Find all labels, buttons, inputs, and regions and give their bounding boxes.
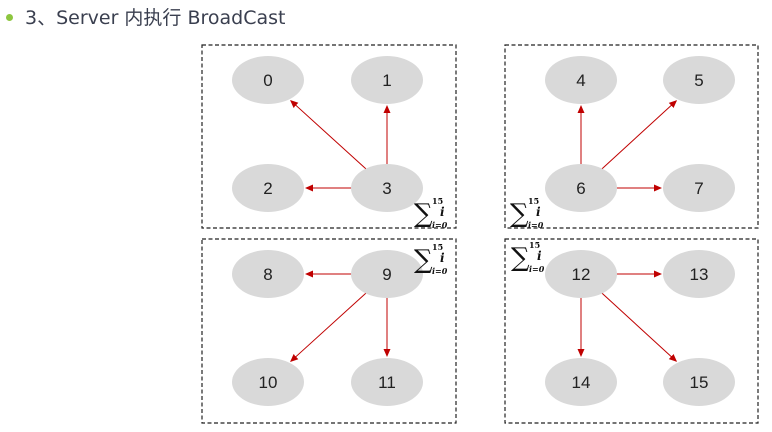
sum-lower: i=0: [529, 264, 545, 274]
sum-symbol: ∑: [510, 199, 529, 229]
sum-upper: 15: [529, 240, 540, 250]
node-ellipse: [232, 56, 304, 104]
node-ellipse: [663, 164, 735, 212]
node-label: 10: [259, 373, 278, 392]
node-12: 12: [545, 250, 617, 298]
node-9: 9: [351, 250, 423, 298]
arrow-9-to-10: [290, 291, 368, 362]
sum-upper: 15: [528, 196, 539, 206]
node-11: 11: [351, 358, 423, 406]
node-ellipse: [351, 164, 423, 212]
node-10: 10: [232, 358, 304, 406]
node-label: 8: [263, 265, 272, 284]
sum-upper: 15: [432, 196, 443, 206]
node-ellipse: [545, 56, 617, 104]
group-border: [201, 238, 457, 424]
node-5: 5: [663, 56, 735, 104]
node-ellipse: [232, 250, 304, 298]
node-7: 7: [663, 164, 735, 212]
node-label: 13: [690, 265, 709, 284]
sum-formula: ∑15 i=0i: [510, 196, 544, 230]
node-ellipse: [351, 358, 423, 406]
node-ellipse: [545, 164, 617, 212]
group-2: 8 9 10 11 ∑15 i=0i: [201, 238, 457, 424]
node-ellipse: [545, 250, 617, 298]
node-label: 2: [263, 179, 272, 198]
node-ellipse: [232, 358, 304, 406]
node-label: 1: [382, 71, 391, 90]
sum-lower: i=0: [432, 266, 448, 276]
node-label: 4: [576, 71, 585, 90]
node-13: 13: [663, 250, 735, 298]
node-ellipse: [232, 164, 304, 212]
node-label: 6: [576, 179, 585, 198]
node-0: 0: [232, 56, 304, 104]
node-label: 3: [382, 179, 391, 198]
node-1: 1: [351, 56, 423, 104]
node-ellipse: [663, 250, 735, 298]
node-ellipse: [351, 56, 423, 104]
slide-title: 3、Server 内执行 BroadCast: [6, 2, 286, 30]
node-ellipse: [663, 56, 735, 104]
group-0: 0 1 2 3 ∑15 i=0i: [201, 44, 457, 230]
sum-formula: ∑15 i=0i: [511, 240, 545, 274]
node-3: 3: [351, 164, 423, 212]
group-border: [201, 44, 457, 229]
title-text: 3、Server 内执行 BroadCast: [25, 6, 286, 29]
node-ellipse: [663, 358, 735, 406]
sum-term: i: [440, 251, 445, 265]
group-border: [504, 44, 759, 229]
sum-formula: ∑15 i=0i: [414, 196, 448, 230]
arrow-3-to-0: [290, 100, 368, 171]
sum-term: i: [537, 249, 542, 263]
sum-upper: 15: [432, 242, 443, 252]
sum-symbol: ∑: [511, 243, 530, 273]
sum-term: i: [440, 205, 445, 219]
node-14: 14: [545, 358, 617, 406]
group-border: [504, 238, 759, 424]
node-4: 4: [545, 56, 617, 104]
bullet-icon: [6, 13, 13, 21]
sum-symbol: ∑: [414, 199, 433, 229]
node-15: 15: [663, 358, 735, 406]
node-label: 0: [263, 71, 272, 90]
node-label: 9: [382, 265, 391, 284]
node-label: 15: [690, 373, 709, 392]
node-label: 11: [378, 373, 396, 392]
node-ellipse: [545, 358, 617, 406]
sum-lower: i=0: [432, 220, 448, 230]
sum-term: i: [536, 205, 541, 219]
node-ellipse: [351, 250, 423, 298]
group-1: 4 5 6 7 ∑15 i=0i: [504, 44, 759, 230]
sum-symbol: ∑: [414, 245, 433, 275]
arrow-6-to-5: [600, 100, 678, 171]
node-label: 14: [572, 373, 591, 392]
node-label: 7: [694, 179, 703, 198]
node-2: 2: [232, 164, 304, 212]
sum-formula: ∑15 i=0i: [414, 242, 448, 276]
sum-lower: i=0: [528, 220, 544, 230]
node-8: 8: [232, 250, 304, 298]
node-label: 5: [694, 71, 703, 90]
node-6: 6: [545, 164, 617, 212]
arrow-12-to-15: [600, 291, 678, 362]
node-label: 12: [572, 265, 591, 284]
